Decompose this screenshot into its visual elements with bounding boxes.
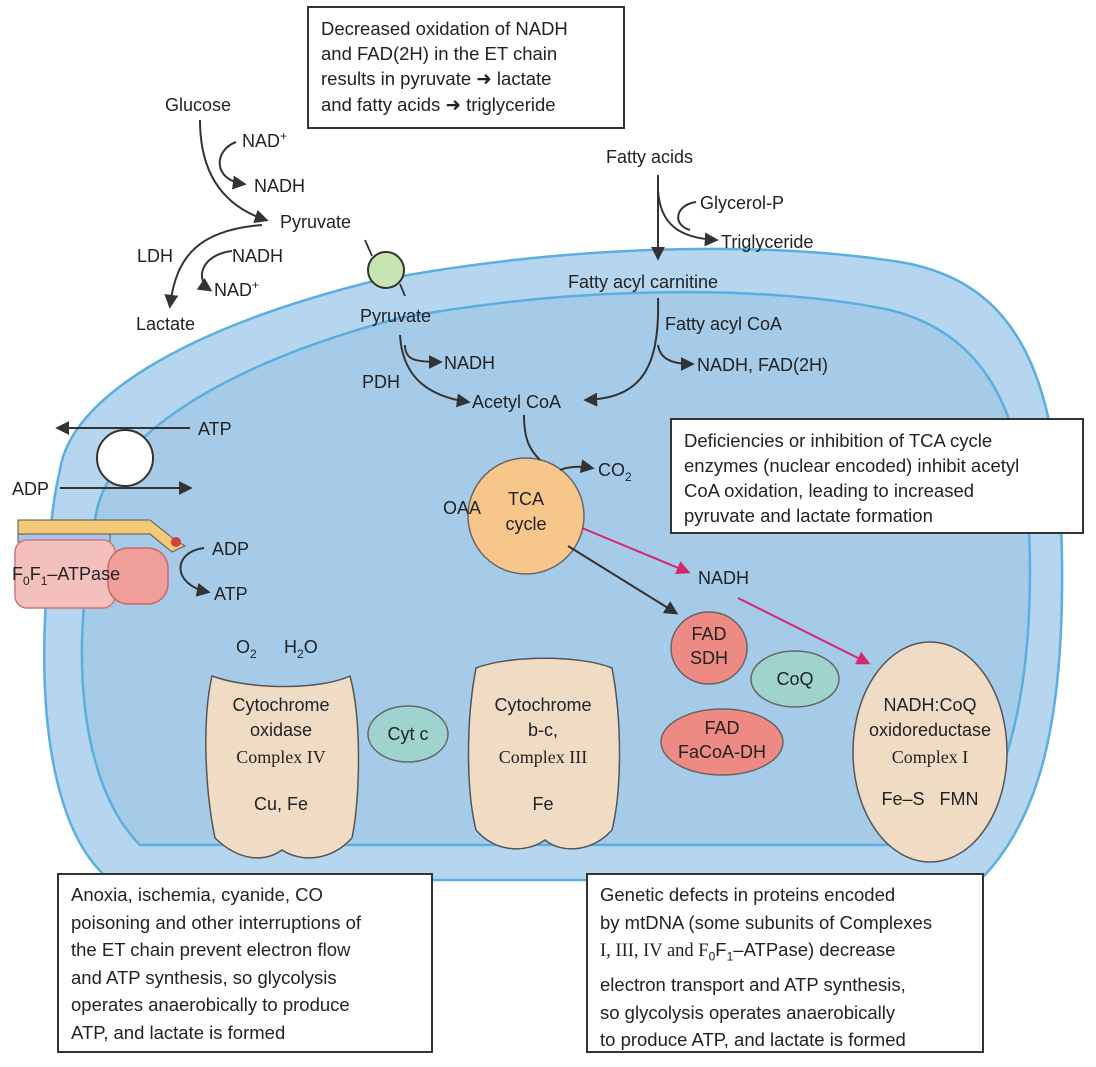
atpase-complex	[14, 519, 187, 609]
label-cyt-c: Cyt c	[387, 724, 428, 744]
label-c3-1: Cytochrome	[494, 695, 591, 715]
label-coq: CoQ	[776, 669, 813, 689]
label-c1-4: Fe–S FMN	[881, 789, 978, 809]
callout-top-line1: Decreased oxidation of NADH	[321, 18, 568, 39]
label-nadh-3: NADH	[444, 353, 495, 373]
label-oaa: OAA	[443, 498, 481, 518]
label-atp-2: ATP	[214, 584, 248, 604]
label-c3-3: Complex III	[499, 747, 587, 767]
label-nad-plus-1: NAD+	[242, 129, 287, 151]
callout-tca-line1: Deficiencies or inhibition of TCA cycle	[684, 430, 993, 451]
label-c1-3: Complex I	[892, 747, 969, 767]
label-atp-out: ATP	[198, 419, 232, 439]
label-triglyceride: Triglyceride	[721, 232, 813, 252]
label-adp-2: ADP	[212, 539, 249, 559]
label-c4-3: Complex IV	[236, 747, 326, 767]
label-sdh: SDH	[690, 648, 728, 668]
label-fad-1: FAD	[691, 624, 726, 644]
label-adp-in: ADP	[12, 479, 49, 499]
label-co2: CO2	[598, 460, 632, 484]
callout-anoxia-line3: the ET chain prevent electron flow	[71, 939, 351, 960]
label-fatty-acids: Fatty acids	[606, 147, 693, 167]
fad-facoa-dh	[660, 708, 784, 776]
label-pyruvate-in: Pyruvate	[360, 306, 431, 326]
label-cycle: cycle	[505, 514, 546, 534]
label-o2: O2	[236, 637, 257, 661]
label-facoa-dh: FaCoA-DH	[678, 742, 766, 762]
callout-anoxia-line4: and ATP synthesis, so glycolysis	[71, 966, 337, 988]
label-h2o: H2O	[284, 637, 318, 661]
callout-genetic-line5: so glycolysis operates anaerobically	[600, 1001, 896, 1023]
label-c1-1: NADH:CoQ	[883, 695, 976, 715]
callout-tca-deficiency: Deficiencies or inhibition of TCA cycle …	[670, 418, 1084, 534]
callout-tca-line2: enzymes (nuclear encoded) inhibit acetyl	[684, 455, 1020, 476]
callout-genetic-line4: electron transport and ATP synthesis,	[600, 974, 906, 996]
callout-anoxia-line5: operates anaerobically to produce	[71, 994, 350, 1015]
callout-anoxia-line2: poisoning and other interruptions of	[71, 911, 362, 933]
label-c3-2: b-c,	[528, 720, 558, 740]
label-c4-1: Cytochrome	[232, 695, 329, 715]
label-nadh-1: NADH	[254, 176, 305, 196]
label-glucose: Glucose	[165, 95, 231, 115]
arrow-icon: ➜	[476, 69, 492, 90]
callout-anoxia-line6: ATP, and lactate is formed	[71, 1021, 286, 1043]
label-c3-4: Fe	[532, 794, 553, 814]
callout-decreased-oxidation: Decreased oxidation of NADH and FAD(2H) …	[307, 6, 625, 129]
fad-sdh	[670, 611, 748, 685]
label-c1-2: oxidoreductase	[869, 720, 991, 740]
label-c4-4: Cu, Fe	[254, 794, 308, 814]
tca-cycle	[467, 457, 585, 575]
callout-genetic-line1: Genetic defects in proteins encoded	[600, 884, 896, 905]
callout-genetic-line6: to produce ATP, and lactate is formed	[600, 1029, 906, 1051]
callout-top-line2: and FAD(2H) in the ET chain	[321, 43, 558, 64]
callout-tca-line3: CoA oxidation, leading to increased	[684, 480, 975, 501]
callout-genetic-defects: Genetic defects in proteins encoded by m…	[586, 873, 984, 1053]
callout-genetic-line3: I, III, IV and F0F1–ATPase) decrease	[600, 939, 896, 964]
label-glycerol-p: Glycerol-P	[700, 193, 784, 213]
label-tca: TCA	[508, 489, 544, 509]
callout-genetic-line2: by mtDNA (some subunits of Complexes	[600, 911, 933, 933]
label-lactate: Lactate	[136, 314, 195, 334]
arrow-icon: ➜	[445, 95, 461, 116]
pyruvate-transporter	[367, 251, 405, 289]
label-fatty-acyl-coa: Fatty acyl CoA	[665, 314, 782, 334]
label-pyruvate-out: Pyruvate	[280, 212, 351, 232]
label-nadh-2: NADH	[232, 246, 283, 266]
cyt-c	[367, 705, 449, 763]
label-fatty-acyl-carnitine: Fatty acyl carnitine	[568, 272, 718, 292]
label-nadh-fad2h: NADH, FAD(2H)	[697, 355, 828, 375]
complex-iv	[205, 674, 360, 859]
complex-i	[852, 641, 1008, 863]
label-pdh: PDH	[362, 372, 400, 392]
label-atpase: F0F1–ATPase	[12, 564, 120, 588]
callout-anoxia-line1: Anoxia, ischemia, cyanide, CO	[71, 884, 323, 905]
callout-top-line3: results in pyruvate ➜ lactate	[321, 68, 552, 90]
label-acetyl-coa: Acetyl CoA	[472, 392, 561, 412]
label-ldh: LDH	[137, 246, 173, 266]
label-nad-plus-2: NAD+	[214, 278, 259, 300]
callout-anoxia: Anoxia, ischemia, cyanide, CO poisoning …	[57, 873, 433, 1053]
adp-atp-translocase	[96, 429, 154, 487]
label-fad-2: FAD	[704, 718, 739, 738]
label-nadh-4: NADH	[698, 568, 749, 588]
coq	[750, 650, 840, 708]
complex-iii	[467, 657, 621, 850]
label-c4-2: oxidase	[250, 720, 312, 740]
callout-top-line4: and fatty acids ➜ triglyceride	[321, 94, 556, 116]
callout-tca-line4: pyruvate and lactate formation	[684, 505, 933, 526]
